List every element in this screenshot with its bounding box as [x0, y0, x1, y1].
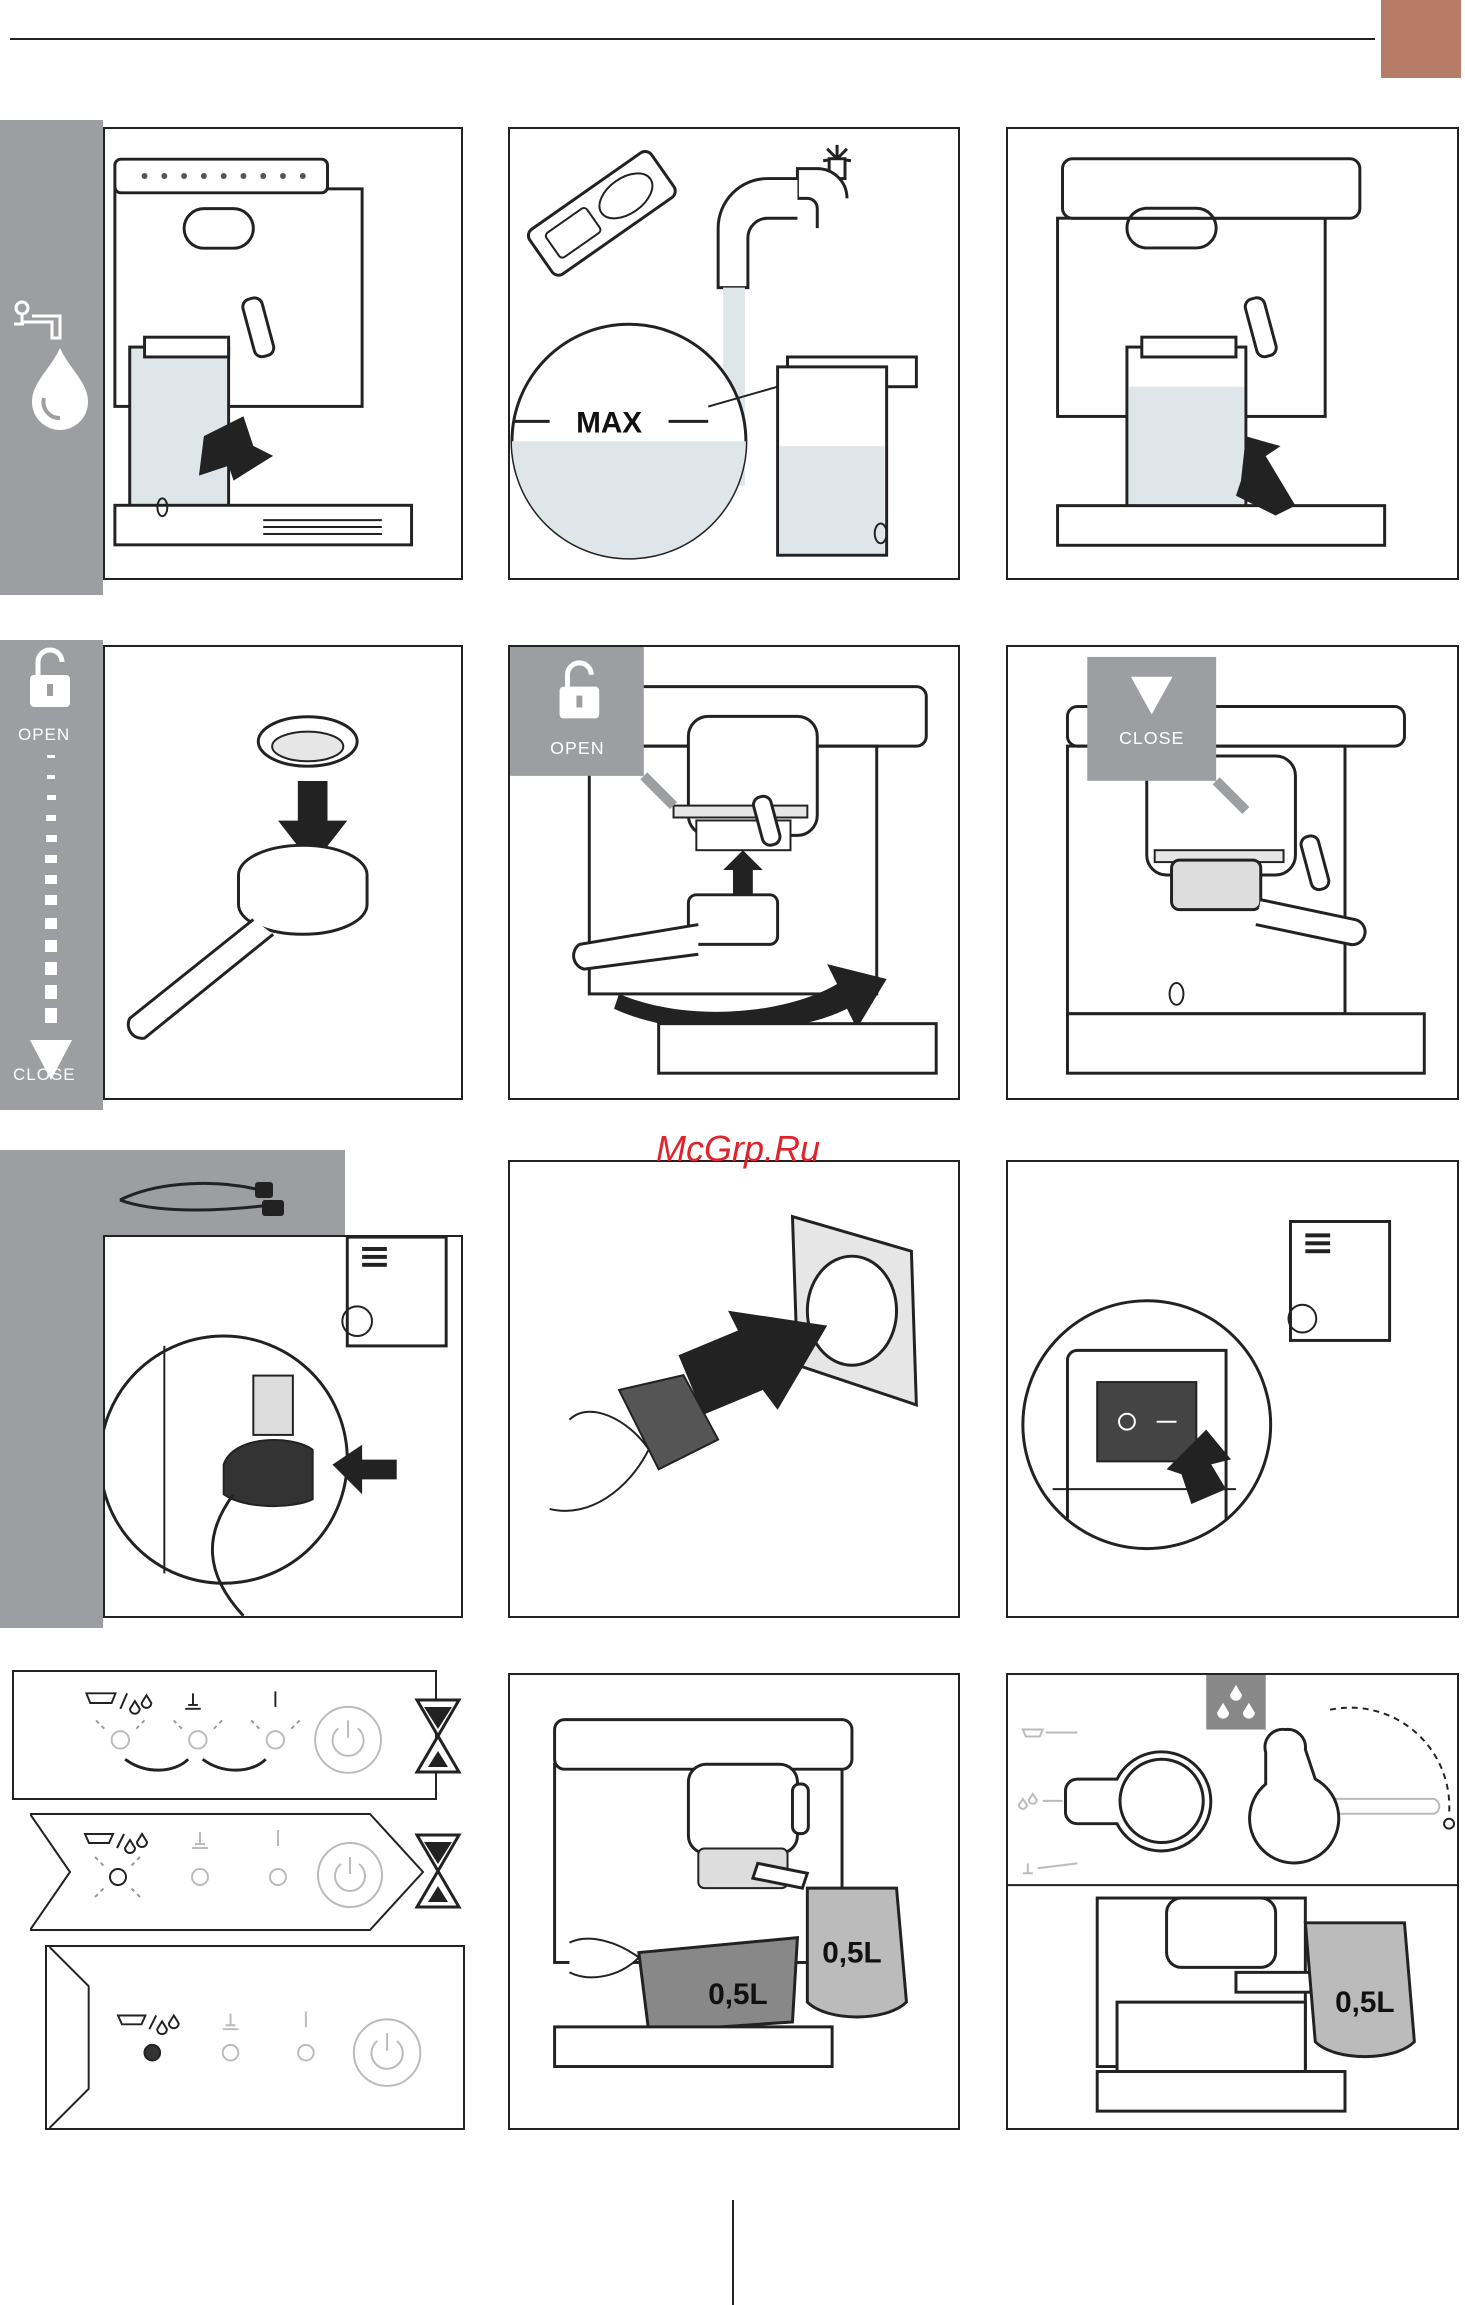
close-label: CLOSE: [13, 1065, 76, 1085]
watermark: McGrp.Ru: [638, 1128, 838, 1170]
volume-label-jug: 0,5L: [822, 1936, 881, 1969]
hourglass-icon: [412, 1695, 464, 1777]
step-power-switch: [1006, 1160, 1459, 1618]
padlock-open-icon: [30, 650, 70, 707]
open-label: OPEN: [18, 725, 70, 745]
open-caption: OPEN: [550, 738, 605, 758]
indicator-panel-heating: [12, 1670, 437, 1800]
page-footer-divider: [732, 2200, 734, 2305]
indicator-panel-on: [45, 1945, 465, 2130]
step-plug-into-socket: [508, 1160, 960, 1618]
header-rule: [10, 38, 1375, 40]
sidebar-power-cord: [0, 1150, 103, 1628]
volume-label-pitcher: 0,5L: [1335, 1986, 1394, 2019]
step-insert-filter: [103, 645, 463, 1100]
max-fill-label: MAX: [576, 406, 642, 439]
hourglass-icon: [412, 1830, 464, 1912]
step-lock-filter-holder: CLOSE: [1006, 645, 1459, 1100]
step-insert-tank: [1006, 127, 1459, 580]
step-steam-rinse: 0,5L: [1006, 1673, 1459, 2130]
step-attach-filter-holder: OPEN: [508, 645, 960, 1100]
close-caption: CLOSE: [1119, 728, 1184, 748]
step-remove-tank: [103, 127, 463, 580]
water-drop-icon: [32, 348, 88, 430]
volume-label-container: 0,5L: [708, 1978, 767, 2011]
indicator-panel-ready: [30, 1812, 425, 1932]
section-tab: [1381, 0, 1461, 78]
step-rinse-cycle: 0,5L 0,5L: [508, 1673, 960, 2130]
step-connect-cord: [103, 1235, 463, 1618]
sidebar-fill-water: [0, 120, 103, 595]
sidebar-lock-filter: OPEN CLOSE: [0, 640, 103, 1110]
water-tap-icon: [14, 302, 60, 338]
step-fill-tank: MAX: [508, 127, 960, 580]
